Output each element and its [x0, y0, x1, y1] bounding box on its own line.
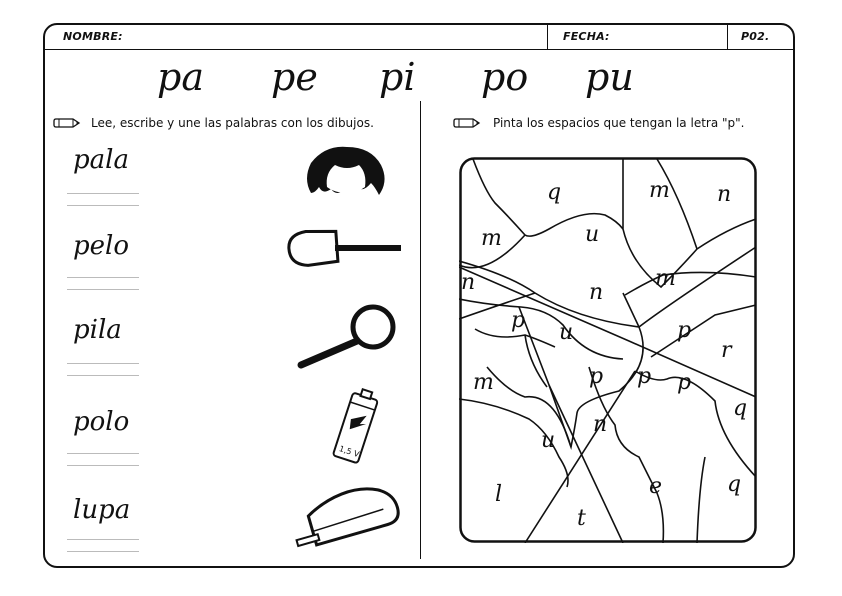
map-letter: n [593, 412, 607, 437]
date-label: FECHA: [563, 30, 610, 43]
map-letter: m [655, 266, 676, 291]
writing-line[interactable] [67, 363, 139, 364]
writing-line[interactable] [67, 453, 139, 454]
map-letter: n [589, 280, 603, 305]
map-letter: p [589, 364, 603, 389]
header-divider [547, 25, 548, 49]
left-instruction: Lee, escribe y une las palabras con los … [91, 116, 374, 130]
word-lupa: lupa [73, 495, 131, 525]
battery-icon[interactable]: 1,5 V [321, 381, 391, 471]
syllable-pi: pi [379, 55, 416, 99]
writing-line[interactable] [67, 465, 139, 466]
word-pala: pala [73, 145, 129, 175]
pencil-icon [53, 118, 81, 128]
writing-line[interactable] [67, 193, 139, 194]
column-divider [420, 101, 421, 559]
map-letter: p [511, 308, 525, 333]
pencil-icon [453, 118, 481, 128]
syllable-pu: pu [585, 55, 634, 99]
map-letter: p [637, 364, 651, 389]
writing-line[interactable] [67, 289, 139, 290]
coloring-map[interactable]: q m n m u n n m p u p r m p p p q n u l … [459, 157, 757, 543]
map-letter: m [649, 178, 670, 203]
shovel-icon[interactable] [285, 225, 405, 273]
map-letter: u [585, 222, 599, 247]
syllable-pa: pa [157, 55, 204, 99]
map-letter: m [481, 226, 502, 251]
map-letter: r [721, 338, 733, 363]
writing-line[interactable] [67, 539, 139, 540]
right-instruction: Pinta los espacios que tengan la letra "… [493, 116, 745, 130]
map-letter: m [473, 370, 494, 395]
syllable-pe: pe [271, 55, 318, 99]
hair-icon[interactable] [301, 143, 391, 203]
header-divider [727, 25, 728, 49]
map-letter: q [727, 472, 741, 497]
writing-line[interactable] [67, 205, 139, 206]
syllable-po: po [481, 55, 529, 99]
map-letter: e [649, 474, 662, 499]
sheet-code: P02. [741, 30, 770, 43]
writing-line[interactable] [67, 551, 139, 552]
map-letter: t [577, 506, 586, 531]
map-letter: l [495, 482, 502, 507]
writing-line[interactable] [67, 277, 139, 278]
word-pelo: pelo [73, 231, 129, 261]
map-letter: n [717, 182, 731, 207]
popsicle-icon[interactable] [289, 477, 409, 563]
map-letter: p [677, 370, 691, 395]
writing-line[interactable] [67, 375, 139, 376]
magnifier-icon[interactable] [295, 301, 405, 371]
header-bar: NOMBRE: FECHA: P02. [45, 25, 793, 50]
word-polo: polo [73, 407, 130, 437]
name-label: NOMBRE: [63, 30, 123, 43]
map-letter: u [541, 428, 555, 453]
map-letter: n [461, 270, 475, 295]
word-pila: pila [73, 315, 122, 345]
map-letter: u [559, 320, 573, 345]
map-letter: p [677, 318, 691, 343]
map-letter: q [547, 180, 561, 205]
map-letter: q [733, 396, 747, 421]
worksheet: NOMBRE: FECHA: P02. pa pe pi po pu Lee, … [43, 23, 795, 568]
